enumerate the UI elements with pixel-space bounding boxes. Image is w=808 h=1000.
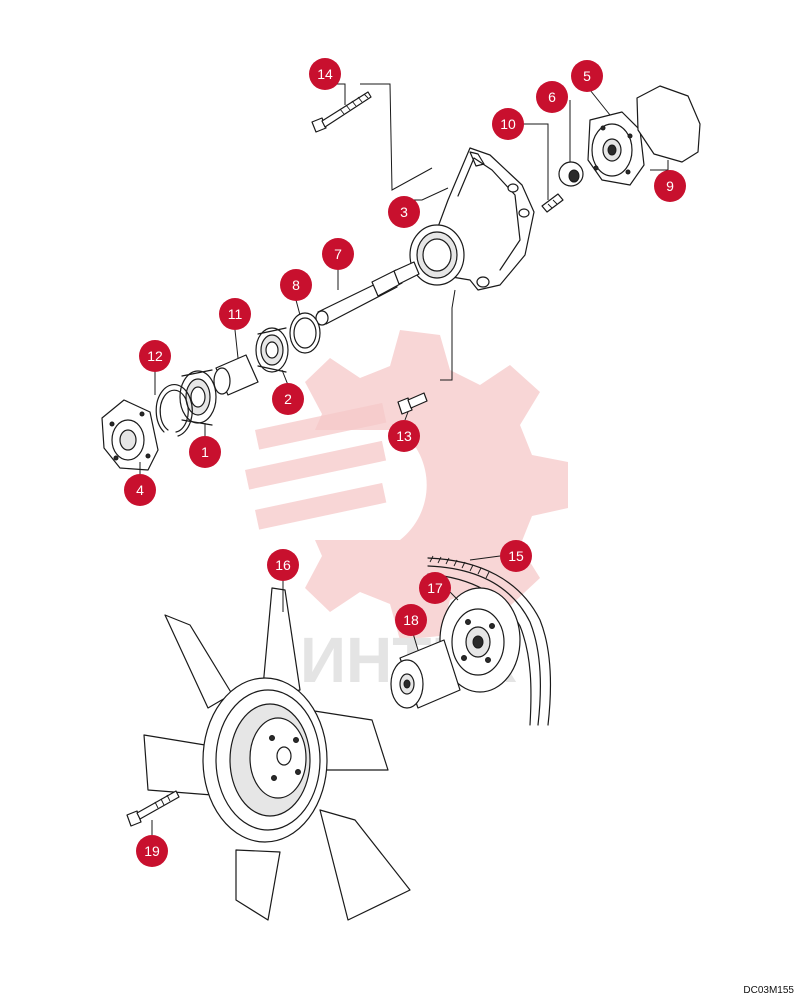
callout-7: 7 — [322, 238, 354, 270]
callout-1: 1 — [189, 436, 221, 468]
callout-13: 13 — [388, 420, 420, 452]
part-6-seal — [558, 161, 584, 187]
callout-4-label: 4 — [136, 482, 144, 498]
callout-15-label: 15 — [508, 548, 524, 564]
part-1-bearing — [179, 369, 217, 426]
callout-10: 10 — [492, 108, 524, 140]
part-3-pump-housing — [409, 147, 535, 291]
callout-11: 11 — [219, 298, 251, 330]
part-9-gasket — [636, 85, 701, 163]
part-13-bolt — [397, 392, 428, 415]
callout-6-label: 6 — [548, 89, 556, 105]
watermark-gear-logo — [245, 330, 568, 640]
part-14-bolt — [311, 91, 372, 133]
callout-15: 15 — [500, 540, 532, 572]
part-11-spacer — [213, 354, 259, 396]
callout-8: 8 — [280, 269, 312, 301]
callout-16-label: 16 — [275, 557, 291, 573]
part-5-impeller — [587, 111, 645, 186]
callout-2-label: 2 — [284, 391, 292, 407]
part-15-belt — [427, 555, 551, 726]
part-4-flange — [101, 399, 159, 471]
callout-14-label: 14 — [317, 66, 333, 82]
part-19-bolt — [126, 790, 180, 827]
callout-7-label: 7 — [334, 246, 342, 262]
callout-9-label: 9 — [666, 178, 674, 194]
callout-19-label: 19 — [144, 843, 160, 859]
callout-18: 18 — [395, 604, 427, 636]
callout-17: 17 — [419, 572, 451, 604]
callout-1-label: 1 — [201, 444, 209, 460]
callout-3: 3 — [388, 196, 420, 228]
callout-9: 9 — [654, 170, 686, 202]
reference-code: DC03M155 — [743, 985, 794, 996]
part-2-bearing — [255, 327, 289, 373]
callout-13-label: 13 — [396, 428, 412, 444]
callout-12: 12 — [139, 340, 171, 372]
callout-10-label: 10 — [500, 116, 516, 132]
callout-12-label: 12 — [147, 348, 163, 364]
part-8-ring — [289, 312, 321, 354]
part-7-shaft — [315, 261, 420, 326]
callout-3-label: 3 — [400, 204, 408, 220]
callout-14: 14 — [309, 58, 341, 90]
part-12-snap-ring — [155, 384, 193, 437]
callout-19: 19 — [136, 835, 168, 867]
part-17-pulley — [439, 587, 521, 693]
callout-4: 4 — [124, 474, 156, 506]
callout-17-label: 17 — [427, 580, 443, 596]
part-10-plug — [541, 193, 564, 213]
callout-11-label: 11 — [228, 306, 243, 322]
callout-8-label: 8 — [292, 277, 300, 293]
part-18-spacer — [390, 639, 461, 709]
part-16-fan — [143, 587, 411, 921]
callout-18-label: 18 — [403, 612, 419, 628]
callout-6: 6 — [536, 81, 568, 113]
callout-16: 16 — [267, 549, 299, 581]
callout-2: 2 — [272, 383, 304, 415]
callout-5-label: 5 — [583, 68, 591, 84]
callout-5: 5 — [571, 60, 603, 92]
